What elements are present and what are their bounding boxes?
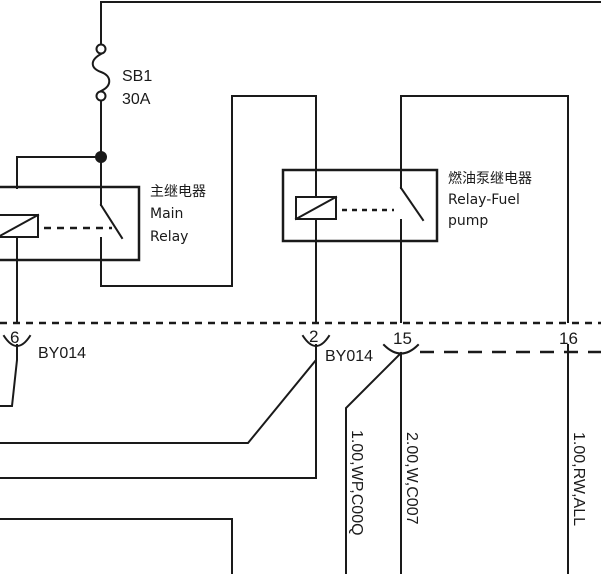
main-relay-label-en-1: Main	[150, 206, 183, 222]
fuel-pump-relay	[281, 168, 439, 243]
main-relay-label-en-2: Relay	[150, 229, 188, 245]
pin-15: 15	[393, 329, 412, 348]
main-relay-outputs	[16, 95, 317, 323]
fuel-pump-relay-label-cn: 燃油泵继电器	[448, 170, 532, 187]
main-relay-switch	[99, 203, 124, 240]
pin-6: 6	[10, 328, 19, 347]
fuse-name: SB1	[122, 68, 152, 85]
wire-label-1: 1.00,WP,C00Q	[348, 430, 365, 536]
supply-wire	[100, 1, 601, 45]
junction-wires	[16, 156, 102, 189]
main-relay-label-cn: 主继电器	[150, 184, 206, 200]
fuse-sb1	[91, 43, 111, 158]
wire-label-3: 1.00,RW,ALL	[570, 432, 587, 526]
fuel-pump-relay-label-en-1: Relay-Fuel	[448, 192, 520, 208]
fuel-pump-relay-wires	[315, 95, 569, 323]
fuse-rating: 30A	[122, 91, 151, 108]
fuel-pump-relay-switch	[399, 186, 425, 222]
connector-name-left: BY014	[38, 345, 86, 362]
pin-2: 2	[309, 327, 318, 346]
fuel-pump-relay-label-en-2: pump	[448, 213, 488, 229]
wire-label-2: 2.00,W,C007	[403, 432, 420, 525]
lower-wiring	[0, 344, 569, 574]
connector-name-right: BY014	[325, 348, 373, 365]
pin-16: 16	[559, 329, 578, 348]
main-relay	[0, 185, 141, 262]
